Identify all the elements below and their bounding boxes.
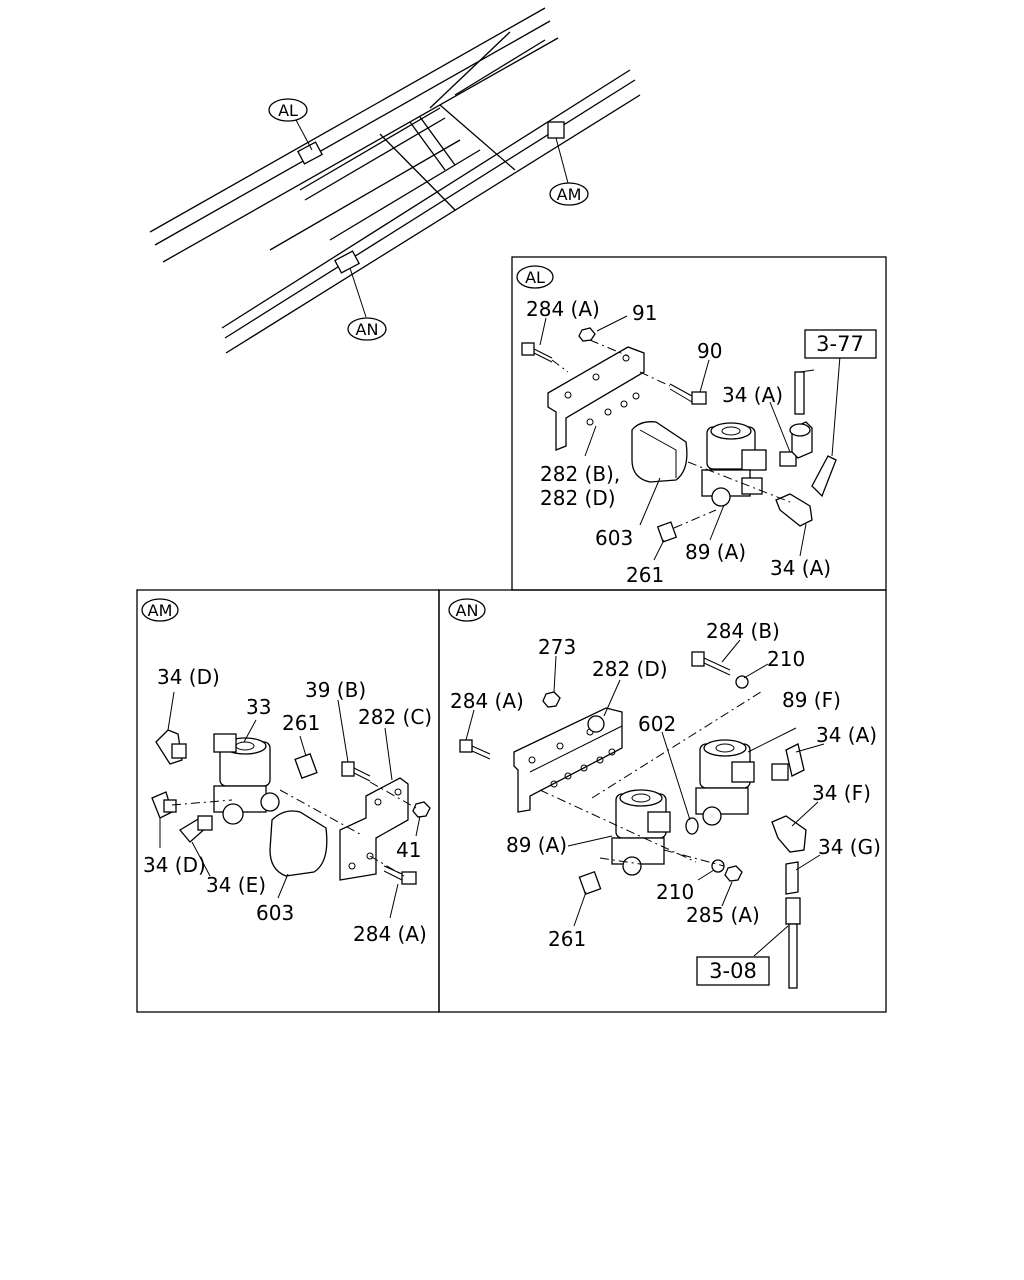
- view-label-an-top: AN: [356, 320, 379, 339]
- label-an-261: 261: [548, 927, 586, 951]
- chassis-frame: [149, 7, 641, 354]
- detail-box-an: AN: [438, 589, 887, 1013]
- am-drawing: [151, 691, 431, 919]
- label-al-90: 90: [697, 339, 722, 363]
- label-am-34d-top: 34 (D): [157, 665, 220, 689]
- label-an-284b: 284 (B): [706, 619, 780, 643]
- label-am-39b: 39 (B): [305, 678, 366, 702]
- label-an-89f: 89 (F): [782, 688, 841, 712]
- label-an-34f: 34 (F): [812, 781, 871, 805]
- label-an-34a: 34 (A): [816, 723, 877, 747]
- view-oval-al-top[interactable]: AL: [268, 98, 308, 122]
- reference-box-3-08[interactable]: 3-08: [696, 956, 770, 986]
- label-an-210-top: 210: [767, 647, 805, 671]
- label-al-284a: 284 (A): [526, 297, 600, 321]
- label-al-282d: 282 (D): [540, 486, 616, 510]
- label-al-89a: 89 (A): [685, 540, 746, 564]
- label-am-41: 41: [396, 838, 421, 862]
- view-oval-am-top[interactable]: AM: [549, 182, 589, 206]
- label-am-284a: 284 (A): [353, 922, 427, 946]
- al-labels: 284 (A) 91 90 34 (A) 282 (B), 282 (D) 60…: [526, 297, 831, 587]
- reference-3-77: 3-77: [816, 332, 864, 356]
- label-am-261: 261: [282, 711, 320, 735]
- label-am-33: 33: [246, 695, 271, 719]
- label-am-34e: 34 (E): [206, 873, 266, 897]
- label-al-34a-top: 34 (A): [722, 383, 783, 407]
- label-an-285a: 285 (A): [686, 903, 760, 927]
- view-label-al-top: AL: [278, 101, 298, 120]
- an-drawing: [459, 639, 825, 989]
- label-al-603: 603: [595, 526, 633, 550]
- view-label-an: AN: [456, 601, 479, 620]
- label-an-282d: 282 (D): [592, 657, 668, 681]
- label-an-273: 273: [538, 635, 576, 659]
- label-am-282c: 282 (C): [358, 705, 432, 729]
- label-am-34d-bottom: 34 (D): [143, 853, 206, 877]
- view-oval-an-top[interactable]: AN: [347, 317, 387, 341]
- al-drawing: [521, 315, 841, 561]
- label-al-261: 261: [626, 563, 664, 587]
- label-an-284a: 284 (A): [450, 689, 524, 713]
- label-am-603: 603: [256, 901, 294, 925]
- view-label-am: AM: [148, 601, 173, 620]
- an-labels: 273 282 (D) 284 (B) 210 284 (A) 602 89 (…: [450, 619, 881, 951]
- view-label-al: AL: [525, 268, 545, 287]
- label-al-282b: 282 (B),: [540, 462, 620, 486]
- label-al-91: 91: [632, 301, 657, 325]
- reference-3-08: 3-08: [709, 959, 757, 983]
- reference-box-3-77[interactable]: 3-77: [804, 329, 877, 359]
- am-labels: 34 (D) 33 261 39 (B) 282 (C) 41 34 (D) 3…: [143, 665, 432, 946]
- label-an-602: 602: [638, 712, 676, 736]
- view-label-am-top: AM: [557, 185, 582, 204]
- label-an-89a: 89 (A): [506, 833, 567, 857]
- label-an-210-bottom: 210: [656, 880, 694, 904]
- label-an-34g: 34 (G): [818, 835, 881, 859]
- label-al-34a-bottom: 34 (A): [770, 556, 831, 580]
